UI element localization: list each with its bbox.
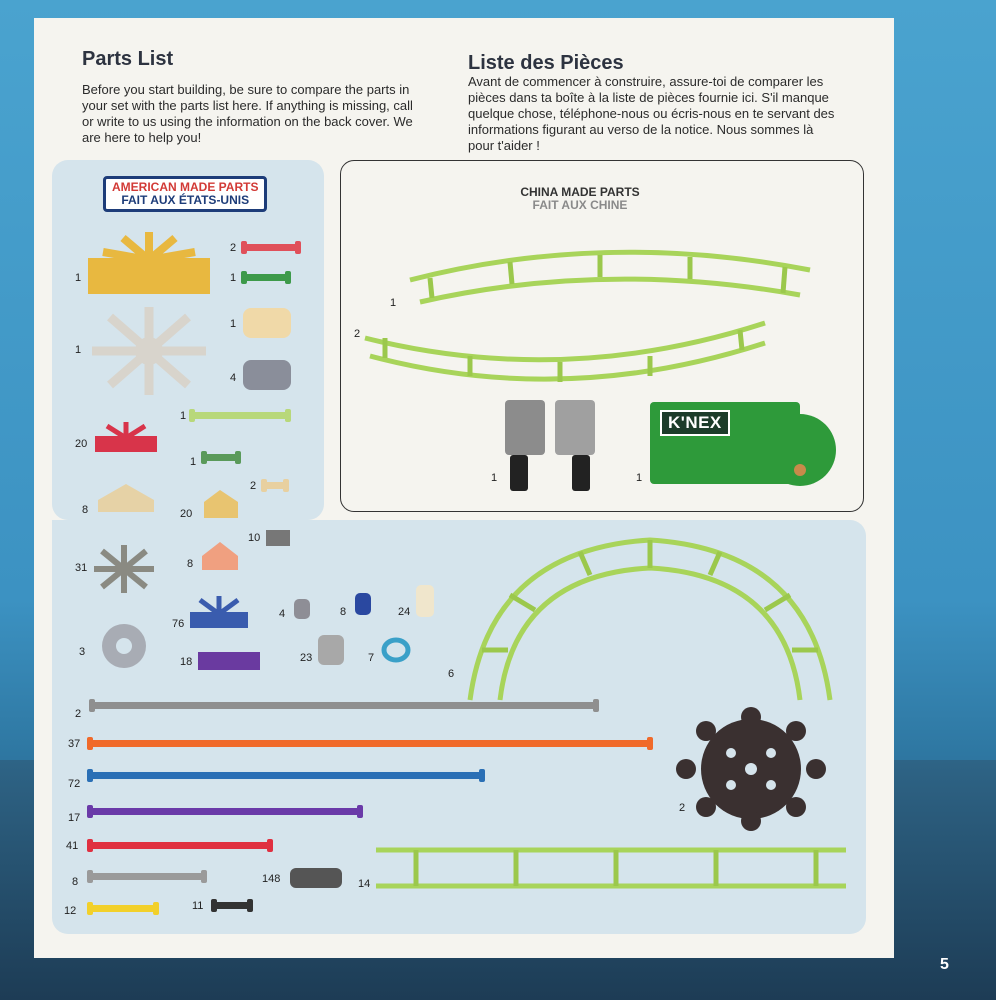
page-number: 5 (940, 956, 949, 973)
yellow-connector (88, 232, 210, 294)
qty-track-curve-2: 2 (354, 328, 361, 340)
china-parts-label: CHINA MADE PARTS FAIT AUX CHINE (520, 186, 640, 212)
green-small-part-2 (201, 451, 241, 464)
blue-rod (87, 769, 485, 782)
gray-bracket-part (266, 530, 290, 546)
gray-wheel-part (102, 624, 146, 668)
blue-half-connector (190, 596, 248, 628)
tan-spacer (416, 585, 434, 617)
gray-spacer-small (294, 599, 310, 619)
red-rod (87, 839, 273, 852)
qty-gray-spacer-l: 23 (300, 652, 313, 664)
qty-red-rod-small: 2 (230, 242, 237, 254)
qty-green-small-1: 1 (230, 272, 237, 284)
qty-gray-8way: 31 (75, 562, 88, 574)
qty-tan-spacer: 24 (398, 606, 411, 618)
china-tag-line2: FAIT AUX CHINE (532, 198, 628, 212)
yellow-half-connector (204, 490, 238, 518)
american-parts-panel (52, 160, 324, 520)
qty-black-rod-tiny: 11 (192, 900, 204, 912)
qty-motor: 1 (636, 472, 643, 484)
qty-yellow-half: 20 (180, 508, 193, 520)
qty-rod-red: 41 (66, 840, 79, 852)
tan-small-part (261, 479, 289, 492)
red-half-connector (95, 422, 157, 452)
blue-ring (381, 637, 411, 663)
english-intro: Before you start building, be sure to co… (82, 82, 413, 145)
gray-spacer-large (318, 635, 344, 665)
purple-bar-part (198, 652, 260, 670)
yellow-rod (87, 902, 159, 915)
white-connector (92, 307, 206, 395)
tan-half-connector (98, 484, 154, 512)
qty-gray-wheel: 3 (79, 646, 86, 658)
qty-rod-blue: 72 (68, 778, 81, 790)
qty-gear: 2 (679, 802, 686, 814)
qty-tan-small: 2 (250, 480, 257, 492)
curved-track-1 (409, 249, 811, 305)
knex-logo: K'NEX (660, 410, 730, 436)
qty-rod-purple: 17 (68, 812, 81, 824)
qty-red-half: 20 (75, 438, 88, 450)
qty-yellow-connector: 1 (75, 272, 82, 284)
red-small-rod-part (241, 241, 301, 254)
qty-rod-yellow: 12 (64, 905, 77, 917)
purple-rod (87, 805, 363, 818)
american-tag-line2: FAIT AUX ÉTATS-UNIS (121, 193, 250, 207)
qty-green-small-2: 1 (190, 456, 197, 468)
china-tag-line1: CHINA MADE PARTS (520, 185, 640, 199)
qty-blue-half: 76 (172, 618, 185, 630)
arch-track-part (467, 537, 833, 701)
motor-half-part (505, 400, 595, 491)
green-long-part (189, 409, 291, 422)
qty-rod-gray-short: 8 (72, 876, 79, 888)
gear-part (676, 707, 826, 831)
curved-track-2 (364, 320, 766, 382)
qty-motor-half: 1 (491, 472, 498, 484)
orange-half-connector (202, 542, 238, 570)
qty-tan-half: 8 (82, 504, 89, 516)
american-tag-line1: AMERICAN MADE PARTS (112, 180, 259, 194)
straight-track-part (376, 847, 846, 889)
gray-8way-connector (94, 545, 154, 593)
french-title: Liste des Pièces (468, 52, 624, 74)
qty-track-arch: 6 (448, 668, 455, 680)
qty-blue-spacer: 8 (340, 606, 347, 618)
qty-blue-ring: 7 (368, 652, 375, 664)
french-intro: Avant de commencer à construire, assure-… (468, 74, 835, 153)
qty-track-curve-1: 1 (390, 297, 397, 309)
qty-tan-clip: 1 (230, 318, 237, 330)
orange-rod (87, 737, 653, 750)
qty-gray-clip: 4 (230, 372, 237, 384)
qty-white-connector: 1 (75, 344, 82, 356)
qty-track-straight: 14 (358, 878, 371, 890)
qty-rod-gray-long: 2 (75, 708, 82, 720)
gray-short-rod (87, 870, 207, 883)
qty-gray-clip-small: 148 (262, 873, 281, 885)
qty-orange-half: 8 (187, 558, 194, 570)
gray-clip-small (290, 868, 342, 888)
blue-spacer (355, 593, 371, 615)
qty-gray-bracket: 10 (248, 532, 261, 544)
gray-clip-part (243, 360, 291, 390)
english-title: Parts List (82, 48, 174, 70)
gray-long-rod (89, 699, 599, 712)
american-parts-tag: AMERICAN MADE PARTS FAIT AUX ÉTATS-UNIS (103, 176, 268, 212)
tan-clip-part (243, 308, 291, 338)
qty-rod-orange: 37 (68, 738, 81, 750)
qty-purple-bar: 18 (180, 656, 193, 668)
green-small-part-1 (241, 271, 291, 284)
qty-gray-spacer-s: 4 (279, 608, 286, 620)
qty-green-long: 1 (180, 410, 187, 422)
black-tiny-rod (211, 899, 253, 912)
